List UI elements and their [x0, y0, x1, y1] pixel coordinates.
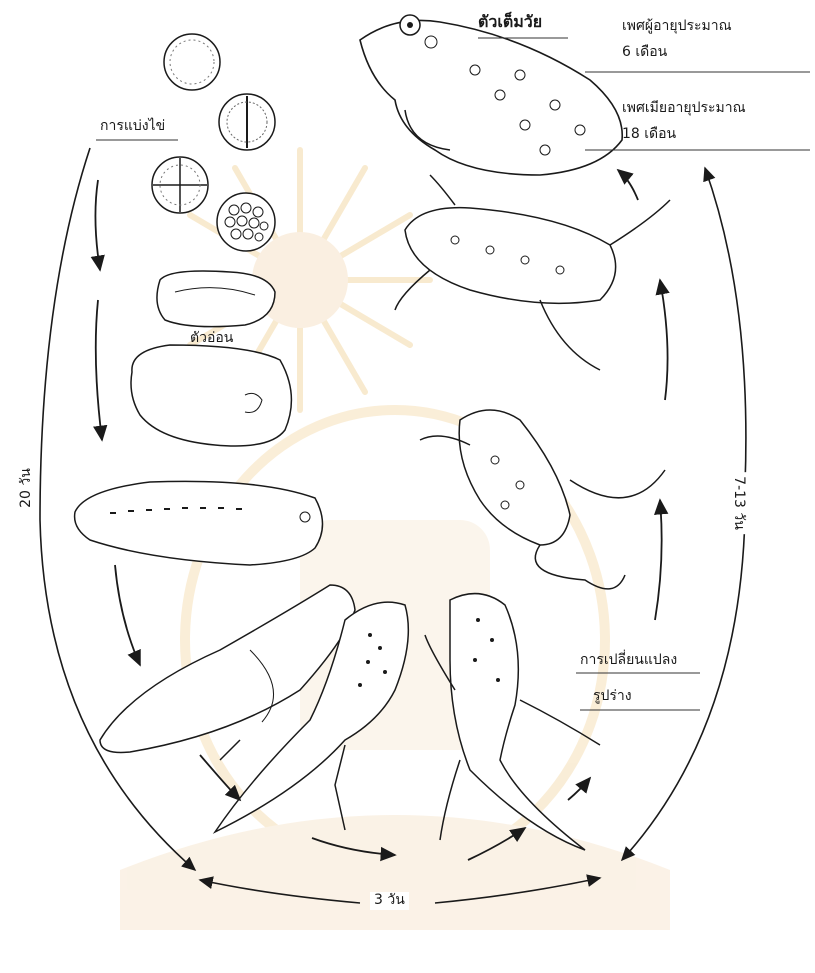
egg-one-cell — [164, 34, 220, 90]
label-metamorphosis-line2: รูปร่าง — [593, 688, 632, 706]
label-female-age-line1: เพศเมียอายุประมาณ — [622, 100, 746, 118]
label-days-3: 3 วัน — [370, 892, 409, 910]
label-metamorphosis-line1: การเปลี่ยนแปลง — [580, 652, 677, 670]
egg-two-cell — [219, 94, 275, 150]
frog-spread — [395, 175, 670, 370]
label-male-age-line1: เพศผู้อายุประมาณ — [622, 18, 732, 36]
label-female-age-line2: 18 เดือน — [622, 126, 676, 144]
embryo-curved — [131, 345, 291, 446]
label-cleavage: การแบ่งไข่ — [100, 118, 165, 136]
label-days-7-13: 7-13 วัน — [726, 472, 752, 534]
egg-morula — [217, 193, 275, 251]
adult-frog — [360, 15, 622, 175]
label-adult: ตัวเต็มวัย — [478, 12, 542, 32]
embryo-elongated — [157, 271, 275, 327]
egg-four-cell — [152, 157, 208, 213]
label-male-age-line2: 6 เดือน — [622, 44, 667, 62]
label-days-20: 20 วัน — [13, 464, 39, 512]
tadpole — [75, 481, 323, 565]
label-embryo: ตัวอ่อน — [190, 330, 233, 348]
